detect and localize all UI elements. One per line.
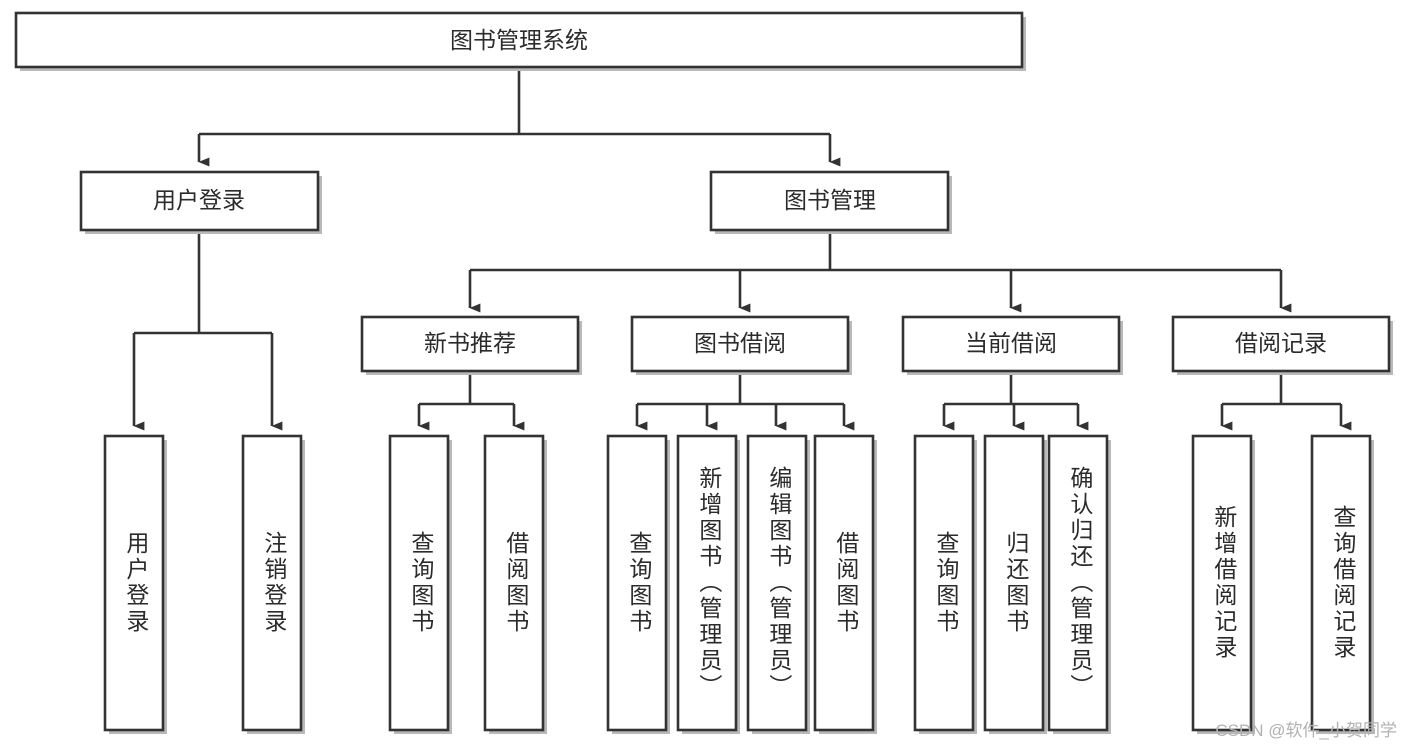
node-leaf-query-book-2[interactable]: 查询图书 xyxy=(606,434,670,734)
node-leaf-user-logout[interactable]: 注销登录 xyxy=(241,434,305,734)
node-leaf-edit-book-label: 编辑图书（管理员） xyxy=(766,466,793,700)
node-user-login-label: 用户登录 xyxy=(153,187,245,213)
node-leaf-borrow-book-1-label: 借阅图书 xyxy=(503,531,530,635)
node-current-borrow[interactable]: 当前借阅 xyxy=(901,315,1123,375)
node-leaf-return-book-label: 归还图书 xyxy=(1003,531,1030,635)
node-leaf-user-login[interactable]: 用户登录 xyxy=(103,434,167,734)
node-leaf-add-book-label: 新增图书（管理员） xyxy=(696,466,723,700)
node-leaf-query-book-1-label: 查询图书 xyxy=(408,531,435,635)
node-root[interactable]: 图书管理系统 xyxy=(14,11,1026,71)
node-leaf-confirm-return-label: 确认归还（管理员） xyxy=(1067,466,1094,700)
node-book-manage-label: 图书管理 xyxy=(784,187,876,213)
node-leaf-user-logout-label: 注销登录 xyxy=(261,531,288,635)
node-borrow-record[interactable]: 借阅记录 xyxy=(1171,315,1393,375)
node-leaf-query-book-3-label: 查询图书 xyxy=(933,531,960,635)
node-current-borrow-label: 当前借阅 xyxy=(965,330,1057,356)
node-user-login[interactable]: 用户登录 xyxy=(79,170,322,234)
node-leaf-return-book[interactable]: 归还图书 xyxy=(983,434,1047,734)
node-book-manage[interactable]: 图书管理 xyxy=(709,170,952,234)
connector-layer xyxy=(132,67,1352,431)
node-leaf-borrow-book-2-label: 借阅图书 xyxy=(833,531,860,635)
node-leaf-query-book-3[interactable]: 查询图书 xyxy=(913,434,977,734)
node-book-borrow-label: 图书借阅 xyxy=(694,330,786,356)
node-leaf-add-record[interactable]: 新增借阅记录 xyxy=(1191,434,1255,734)
node-leaf-add-record-label: 新增借阅记录 xyxy=(1211,505,1238,661)
node-leaf-query-record[interactable]: 查询借阅记录 xyxy=(1310,434,1374,734)
node-leaf-query-record-label: 查询借阅记录 xyxy=(1330,505,1357,661)
node-leaf-edit-book[interactable]: 编辑图书（管理员） xyxy=(746,434,810,734)
node-root-label: 图书管理系统 xyxy=(450,27,588,53)
node-leaf-add-book[interactable]: 新增图书（管理员） xyxy=(676,434,740,734)
node-new-book-recommend-label: 新书推荐 xyxy=(424,330,516,356)
node-leaf-borrow-book-1[interactable]: 借阅图书 xyxy=(483,434,547,734)
node-book-borrow[interactable]: 图书借阅 xyxy=(630,315,852,375)
node-leaf-query-book-2-label: 查询图书 xyxy=(626,531,653,635)
node-borrow-record-label: 借阅记录 xyxy=(1235,330,1327,356)
node-leaf-confirm-return[interactable]: 确认归还（管理员） xyxy=(1047,434,1111,734)
node-leaf-user-login-label: 用户登录 xyxy=(123,531,150,635)
node-leaf-borrow-book-2[interactable]: 借阅图书 xyxy=(813,434,877,734)
node-leaf-query-book-1[interactable]: 查询图书 xyxy=(388,434,452,734)
node-new-book-recommend[interactable]: 新书推荐 xyxy=(360,315,582,375)
